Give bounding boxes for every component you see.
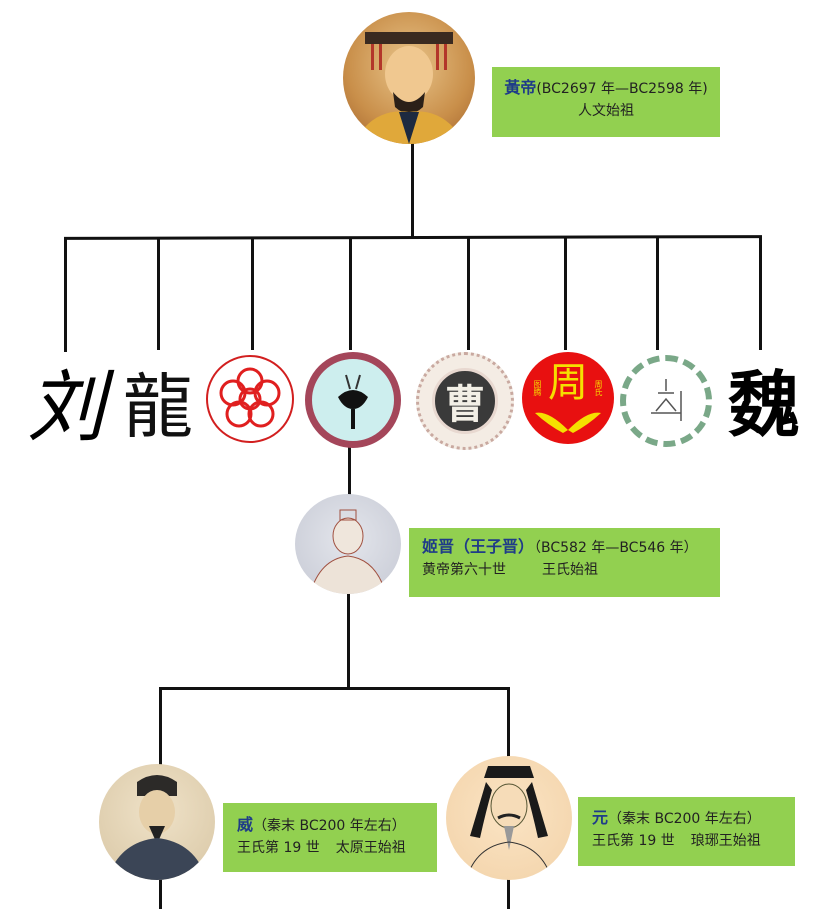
- person-dates: (BC2697 年—BC2598 年): [536, 81, 708, 97]
- person-title: 人文始祖: [578, 103, 634, 119]
- person-name: 姬晋（王子晋）: [422, 537, 535, 556]
- emblem-zhou: 图腾 周氏 周: [522, 352, 614, 444]
- person-generation: 王氏第 19 世: [237, 840, 320, 856]
- connector-line: [159, 687, 510, 690]
- emblem-wei: 魏: [718, 352, 810, 447]
- person-dates: （BC582 年—BC546 年）: [534, 540, 698, 556]
- yuan-info-box: 元（秦末 BC200 年左右） 王氏第 19 世琅琊王始祖: [578, 797, 795, 866]
- connector-line: [64, 237, 67, 352]
- person-dates: （秦末 BC200 年左右）: [253, 818, 406, 834]
- person-name: 黃帝: [504, 78, 537, 97]
- connector-line: [157, 237, 160, 350]
- connector-line: [251, 237, 254, 350]
- person-dates: （秦末 BC200 年左右）: [608, 811, 761, 827]
- connector-line: [159, 875, 162, 909]
- emblem-liu: 刘: [20, 355, 112, 453]
- emblem-glyph: 魏: [727, 361, 800, 447]
- emblem-wei-totem: [620, 355, 712, 447]
- emblem-wang: [206, 355, 294, 443]
- connector-line: [159, 688, 162, 778]
- emblem-glyph: 刘: [26, 363, 105, 453]
- emblem-long: 龍: [112, 355, 204, 448]
- ji-jin-info-box: 姬晋（王子晋）（BC582 年—BC546 年） 黄帝第六十世 王氏始祖: [409, 528, 720, 597]
- huangdi-portrait: [343, 12, 475, 144]
- person-generation: 黄帝第六十世: [422, 562, 506, 578]
- connector-line: [467, 236, 470, 350]
- connector-line: [349, 237, 352, 350]
- emblem-ji: [305, 352, 401, 448]
- person-name: 元: [592, 808, 609, 827]
- connector-line: [507, 688, 510, 760]
- ji-jin-portrait: [295, 494, 401, 594]
- person-title: 琅琊王始祖: [690, 833, 761, 849]
- emblem-glyph: 龍: [123, 365, 193, 448]
- connector-line: [348, 445, 351, 500]
- connector-line: [507, 875, 510, 909]
- connector-line: [411, 140, 414, 239]
- emblem-side-right: 周氏: [594, 380, 603, 396]
- huangdi-info-box: 黃帝(BC2697 年—BC2598 年) 人文始祖: [492, 67, 720, 137]
- connector-line: [656, 236, 659, 350]
- emblem-side-left: 图腾: [533, 380, 542, 396]
- emblem-glyph: 曹: [445, 381, 485, 428]
- emblem-cao: 曹: [416, 352, 514, 450]
- connector-line: [347, 590, 350, 690]
- wei-portrait: [99, 764, 215, 880]
- yuan-portrait: [446, 756, 572, 880]
- person-title: 太原王始祖: [335, 840, 406, 856]
- connector-line: [759, 236, 762, 350]
- wei-info-box: 威（秦末 BC200 年左右） 王氏第 19 世太原王始祖: [223, 803, 437, 872]
- person-title: 王氏始祖: [542, 562, 598, 578]
- connector-line: [564, 236, 567, 350]
- person-generation: 王氏第 19 世: [592, 833, 675, 849]
- emblem-glyph: 周: [548, 360, 588, 406]
- person-name: 威: [237, 815, 254, 834]
